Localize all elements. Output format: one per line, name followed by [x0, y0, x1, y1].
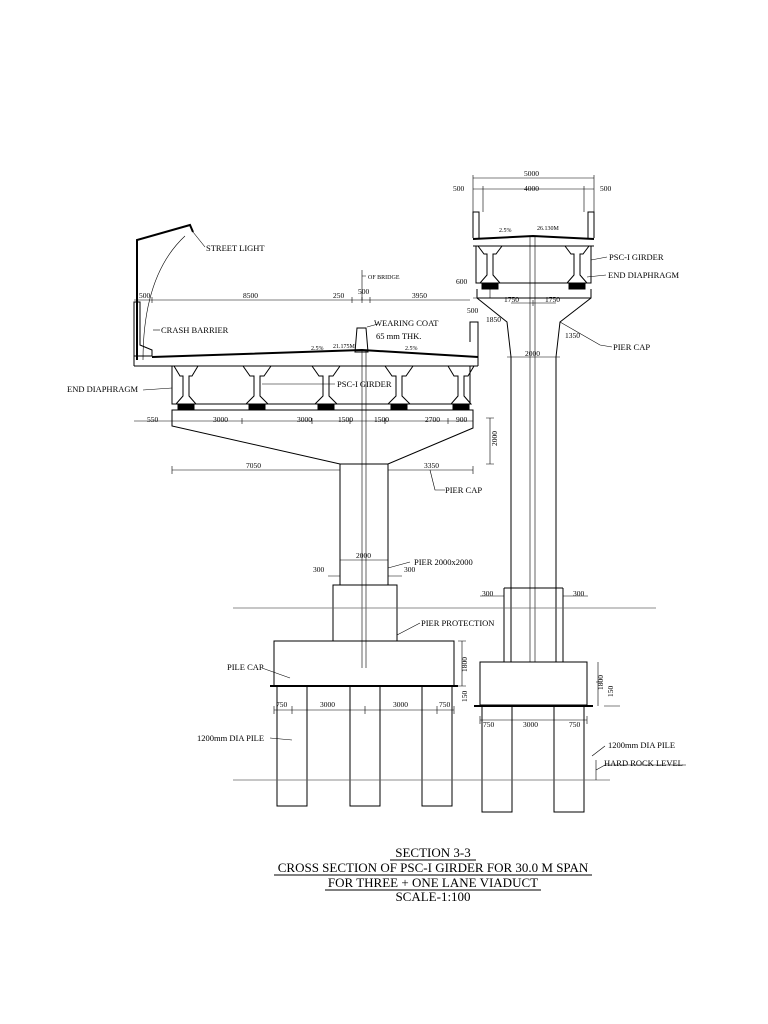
pile-cap-right	[479, 661, 588, 706]
of-bridge-label: OF BRIDGE	[368, 275, 400, 281]
svg-text:2.5%: 2.5%	[311, 346, 324, 352]
piles-left	[276, 686, 453, 807]
pile-label-left: 1200mm DIA PILE	[197, 733, 264, 743]
svg-text:1800: 1800	[596, 675, 605, 690]
wearing-coat-label: WEARING COAT	[374, 318, 439, 328]
svg-text:250: 250	[333, 291, 345, 300]
svg-text:600: 600	[456, 277, 468, 286]
viaduct-description: FOR THREE + ONE LANE VIADUCT	[328, 875, 538, 890]
pier-cap-label-left: PIER CAP	[445, 485, 482, 495]
svg-text:300: 300	[313, 565, 325, 574]
svg-text:300: 300	[404, 565, 416, 574]
svg-text:3000: 3000	[523, 720, 538, 729]
svg-text:2000: 2000	[525, 349, 540, 358]
section-subtitle: CROSS SECTION OF PSC-I GIRDER FOR 30.0 M…	[278, 860, 589, 875]
psc-girder-label-right: PSC-I GIRDER	[609, 252, 664, 262]
title-block: SECTION 3-3 CROSS SECTION OF PSC-I GIRDE…	[274, 845, 592, 904]
svg-text:750: 750	[439, 700, 451, 709]
svg-text:21.175M: 21.175M	[333, 344, 356, 350]
psc-girder-label-left: PSC-I GIRDER	[337, 379, 392, 389]
dimension-texts: 5000 500 4000 500 26.130M 2.5% 600 1750 …	[139, 169, 615, 729]
svg-text:1750: 1750	[545, 295, 560, 304]
svg-text:2.5%: 2.5%	[499, 228, 512, 234]
pier-size-label: PIER 2000x2000	[414, 557, 473, 567]
svg-text:750: 750	[569, 720, 581, 729]
svg-text:2.5%: 2.5%	[405, 346, 418, 352]
svg-text:3000: 3000	[393, 700, 408, 709]
svg-text:550: 550	[147, 415, 159, 424]
wearing-coat-thickness: 65 mm THK.	[376, 331, 421, 341]
svg-text:500: 500	[600, 184, 612, 193]
svg-text:1500: 1500	[338, 415, 353, 424]
svg-text:750: 750	[276, 700, 288, 709]
psc-girders-right	[477, 245, 590, 284]
svg-text:500: 500	[139, 291, 151, 300]
svg-text:8500: 8500	[243, 291, 258, 300]
svg-text:3000: 3000	[320, 700, 335, 709]
pile-cap-label: PILE CAP	[227, 662, 264, 672]
pier-right	[510, 357, 557, 662]
svg-text:1800: 1800	[460, 657, 469, 672]
pile-label-right: 1200mm DIA PILE	[608, 740, 675, 750]
svg-text:5000: 5000	[524, 169, 539, 178]
svg-text:2000: 2000	[356, 551, 371, 560]
svg-text:3000: 3000	[297, 415, 312, 424]
piles-right	[481, 706, 585, 813]
svg-text:900: 900	[456, 415, 468, 424]
svg-text:2700: 2700	[425, 415, 440, 424]
pier-protection-label: PIER PROTECTION	[421, 618, 494, 628]
end-diaphragm-label-left: END DIAPHRAGM	[67, 384, 139, 394]
svg-text:500: 500	[467, 306, 479, 315]
pier-protection	[332, 584, 398, 642]
svg-text:2000: 2000	[490, 431, 499, 446]
svg-text:1350: 1350	[565, 331, 580, 340]
svg-text:1850: 1850	[486, 315, 501, 324]
pile-cap-left	[273, 640, 455, 687]
svg-text:300: 300	[482, 589, 494, 598]
svg-text:500: 500	[453, 184, 465, 193]
bearings-left	[177, 403, 470, 411]
svg-text:1750: 1750	[504, 295, 519, 304]
svg-text:3350: 3350	[424, 461, 439, 470]
svg-text:3000: 3000	[213, 415, 228, 424]
svg-text:150: 150	[460, 691, 469, 703]
left-superstructure	[133, 223, 479, 807]
pier-cap-label-right: PIER CAP	[613, 342, 650, 352]
svg-text:4000: 4000	[524, 184, 539, 193]
psc-girders-left	[173, 365, 475, 405]
section-title: SECTION 3-3	[395, 845, 470, 860]
svg-text:750: 750	[483, 720, 495, 729]
dimension-lines	[134, 175, 686, 780]
hard-rock-label: HARD ROCK LEVEL	[604, 758, 683, 768]
pier-left	[339, 464, 389, 585]
end-diaphragm-label-right: END DIAPHRAGM	[608, 270, 680, 280]
svg-text:150: 150	[606, 686, 615, 698]
svg-text:1500: 1500	[374, 415, 389, 424]
svg-text:500: 500	[358, 287, 370, 296]
crash-barrier-label: CRASH BARRIER	[161, 325, 229, 335]
svg-text:300: 300	[573, 589, 585, 598]
svg-text:26.130M: 26.130M	[537, 226, 560, 232]
scale-label: SCALE-1:100	[395, 889, 470, 904]
svg-text:3950: 3950	[412, 291, 427, 300]
crash-barrier-median	[354, 327, 369, 353]
street-light-label: STREET LIGHT	[206, 243, 265, 253]
svg-text:7050: 7050	[246, 461, 261, 470]
